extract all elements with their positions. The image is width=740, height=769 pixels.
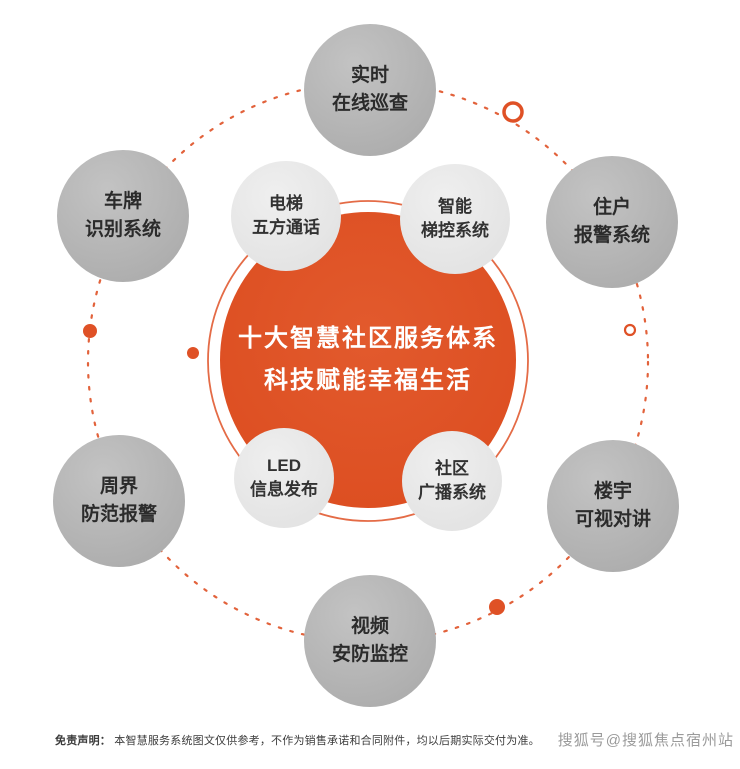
- center-thin-ring: [207, 200, 529, 522]
- node-led-info-publishing: LED 信息发布: [234, 428, 334, 528]
- node-label: 智能 梯控系统: [421, 197, 489, 240]
- node-realtime-online-patrol: 实时 在线巡查: [304, 24, 436, 156]
- node-perimeter-alarm: 周界 防范报警: [53, 435, 185, 567]
- node-label: 住户 报警系统: [573, 197, 650, 246]
- node-label: LED 信息发布: [250, 456, 318, 499]
- node-label: 社区 广播系统: [418, 459, 486, 502]
- node-building-video-intercom: 楼宇 可视对讲: [547, 440, 679, 572]
- node-label: 楼宇 可视对讲: [574, 481, 651, 530]
- node-label: 电梯 五方通话: [252, 194, 320, 237]
- watermark-sohu: 搜狐号@搜狐焦点宿州站: [557, 732, 734, 749]
- node-label: 视频 安防监控: [331, 616, 408, 665]
- center-title-line2: 科技赋能幸福生活: [264, 367, 472, 394]
- accent-ring-top-right: [502, 101, 524, 123]
- node-community-broadcast: 社区 广播系统: [402, 431, 502, 531]
- node-smart-elevator-control: 智能 梯控系统: [400, 164, 510, 274]
- accent-dot-bottom-right: [489, 599, 505, 615]
- disclaimer-text: 本智慧服务系统图文仅供参考，不作为销售承诺和合同附件，均以后期实际交付为准。: [111, 735, 540, 747]
- node-label: 周界 防范报警: [80, 476, 157, 525]
- node-license-plate-recognition: 车牌 识别系统: [57, 150, 189, 282]
- disclaimer: 免责声明： 本智慧服务系统图文仅供参考，不作为销售承诺和合同附件，均以后期实际交…: [55, 732, 575, 748]
- center-title: 十大智慧社区服务体系 科技赋能幸福生活: [238, 318, 498, 402]
- node-video-surveillance: 视频 安防监控: [304, 575, 436, 707]
- node-label: 实时 在线巡查: [331, 65, 408, 114]
- node-elevator-five-party-intercom: 电梯 五方通话: [231, 161, 341, 271]
- accent-dot-left: [83, 324, 97, 338]
- node-resident-alarm-system: 住户 报警系统: [546, 156, 678, 288]
- accent-dot-inner-left: [187, 347, 199, 359]
- center-title-line1: 十大智慧社区服务体系: [238, 325, 498, 352]
- node-label: 车牌 识别系统: [84, 191, 161, 240]
- disclaimer-label: 免责声明：: [55, 735, 111, 747]
- accent-ring-right: [623, 323, 637, 337]
